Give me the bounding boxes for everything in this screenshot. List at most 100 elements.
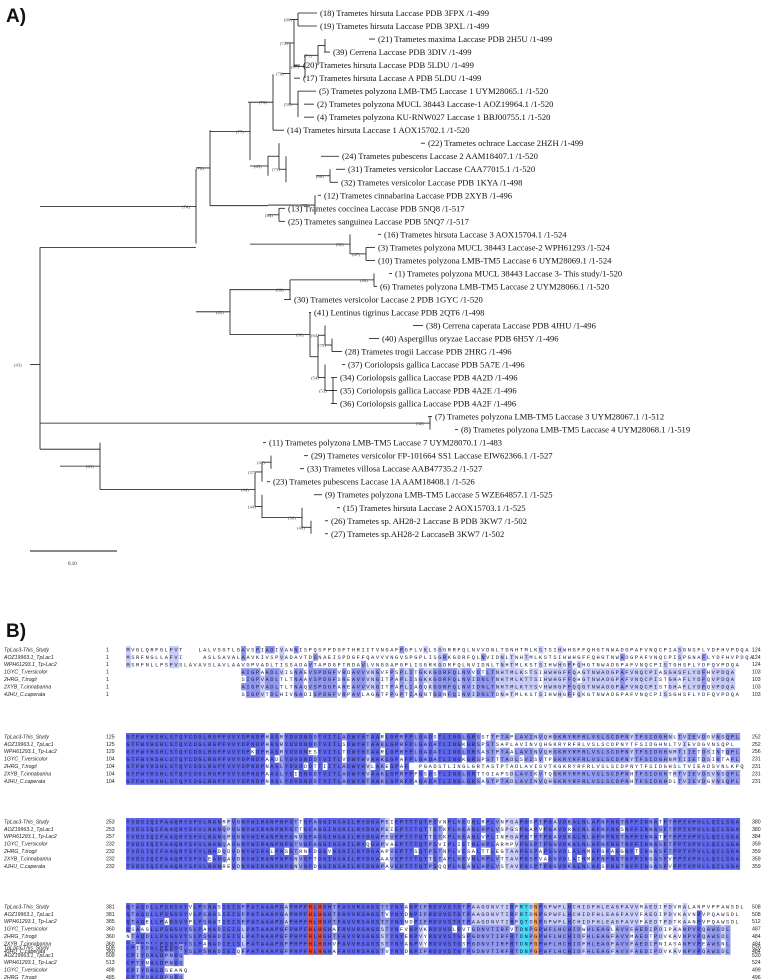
residue: V xyxy=(472,662,476,668)
residue: H xyxy=(150,779,153,785)
residue: L xyxy=(515,779,518,785)
residue: V xyxy=(630,670,634,676)
residue: G xyxy=(486,772,489,778)
residue: S xyxy=(395,670,398,676)
start-position: 381 xyxy=(106,904,115,910)
residue-shade xyxy=(437,690,443,698)
residue-shade xyxy=(154,733,160,741)
residue: L xyxy=(721,864,724,870)
bootstrap-value: (88) xyxy=(316,174,324,179)
residue: L xyxy=(227,662,230,668)
residue: N xyxy=(649,834,652,840)
residue: T xyxy=(266,692,270,698)
residue: L xyxy=(165,764,168,770)
residue-shade xyxy=(567,675,573,683)
residue: D xyxy=(256,742,259,748)
residue-shade xyxy=(389,683,395,691)
residue: G xyxy=(587,662,590,668)
residue: P xyxy=(731,749,734,755)
residue: L xyxy=(361,692,364,698)
residue: P xyxy=(510,735,513,741)
residue-shade xyxy=(188,733,194,741)
residue: N xyxy=(294,677,297,683)
residue: F xyxy=(453,662,456,668)
residue: S xyxy=(165,905,168,911)
residue: I xyxy=(640,849,643,855)
residue: A xyxy=(371,655,375,661)
residue: G xyxy=(126,749,129,755)
residue-shade xyxy=(279,653,285,661)
residue: V xyxy=(457,849,461,855)
residue: G xyxy=(433,685,436,691)
residue: L xyxy=(213,655,216,661)
residue: N xyxy=(457,857,460,863)
residue-shade xyxy=(653,683,659,691)
residue: Q xyxy=(150,842,153,848)
residue: V xyxy=(712,677,716,683)
residue: G xyxy=(251,685,254,691)
residue-shade xyxy=(476,683,482,691)
residue: L xyxy=(577,842,580,848)
residue: M xyxy=(510,677,513,683)
residue: K xyxy=(462,742,466,748)
residue: H xyxy=(266,735,269,741)
end-position: 124 xyxy=(752,647,761,653)
residue: L xyxy=(477,849,480,855)
residue-shade xyxy=(245,675,251,683)
residue: A xyxy=(429,764,433,770)
residue-shade xyxy=(653,668,659,676)
residue: T xyxy=(549,764,553,770)
residue: T xyxy=(313,662,317,668)
residue: L xyxy=(515,757,518,763)
residue-shade xyxy=(600,675,606,683)
residue-shade xyxy=(500,683,506,691)
residue: P xyxy=(400,849,403,855)
residue: V xyxy=(194,662,198,668)
residue: S xyxy=(174,905,177,911)
residue: N xyxy=(270,827,273,833)
residue: V xyxy=(261,692,265,698)
residue: F xyxy=(587,655,590,661)
residue: G xyxy=(596,648,599,654)
residue: Q xyxy=(726,685,729,691)
residue: I xyxy=(328,834,331,840)
residue: N xyxy=(304,742,307,748)
residue: M xyxy=(529,655,532,661)
residue: I xyxy=(544,692,547,698)
tree-leaf-label: (1) Trametes polyzona MUCL 38443 Laccase… xyxy=(395,268,622,278)
residue: N xyxy=(218,820,221,826)
residue: F xyxy=(424,905,427,911)
residue-shade xyxy=(485,690,491,698)
residue: G xyxy=(371,827,374,833)
residue-shade xyxy=(543,668,549,676)
residue: D xyxy=(736,648,739,654)
residue: Q xyxy=(304,685,307,691)
residue-shade xyxy=(552,683,558,691)
residue-shade xyxy=(375,668,381,676)
residue-shade xyxy=(293,646,299,654)
residue: D xyxy=(429,735,432,741)
residue: I xyxy=(472,677,475,683)
residue: N xyxy=(251,772,254,778)
residue-shade xyxy=(447,668,453,676)
residue: S xyxy=(189,842,192,848)
residue-shade xyxy=(687,683,693,691)
residue: P xyxy=(275,912,278,918)
residue: L xyxy=(592,764,595,770)
residue-shade xyxy=(126,646,131,654)
residue: P xyxy=(486,842,489,848)
residue: D xyxy=(477,685,480,691)
residue: D xyxy=(697,685,700,691)
residue: F xyxy=(170,648,173,654)
residue: P xyxy=(630,648,633,654)
residue-shade xyxy=(279,668,285,676)
residue: F xyxy=(242,905,245,911)
residue: S xyxy=(141,842,144,848)
residue: K xyxy=(731,764,735,770)
residue: L xyxy=(707,834,710,840)
residue: L xyxy=(477,655,480,661)
residue-shade xyxy=(514,683,520,691)
residue: S xyxy=(131,662,134,668)
residue: D xyxy=(256,757,259,763)
